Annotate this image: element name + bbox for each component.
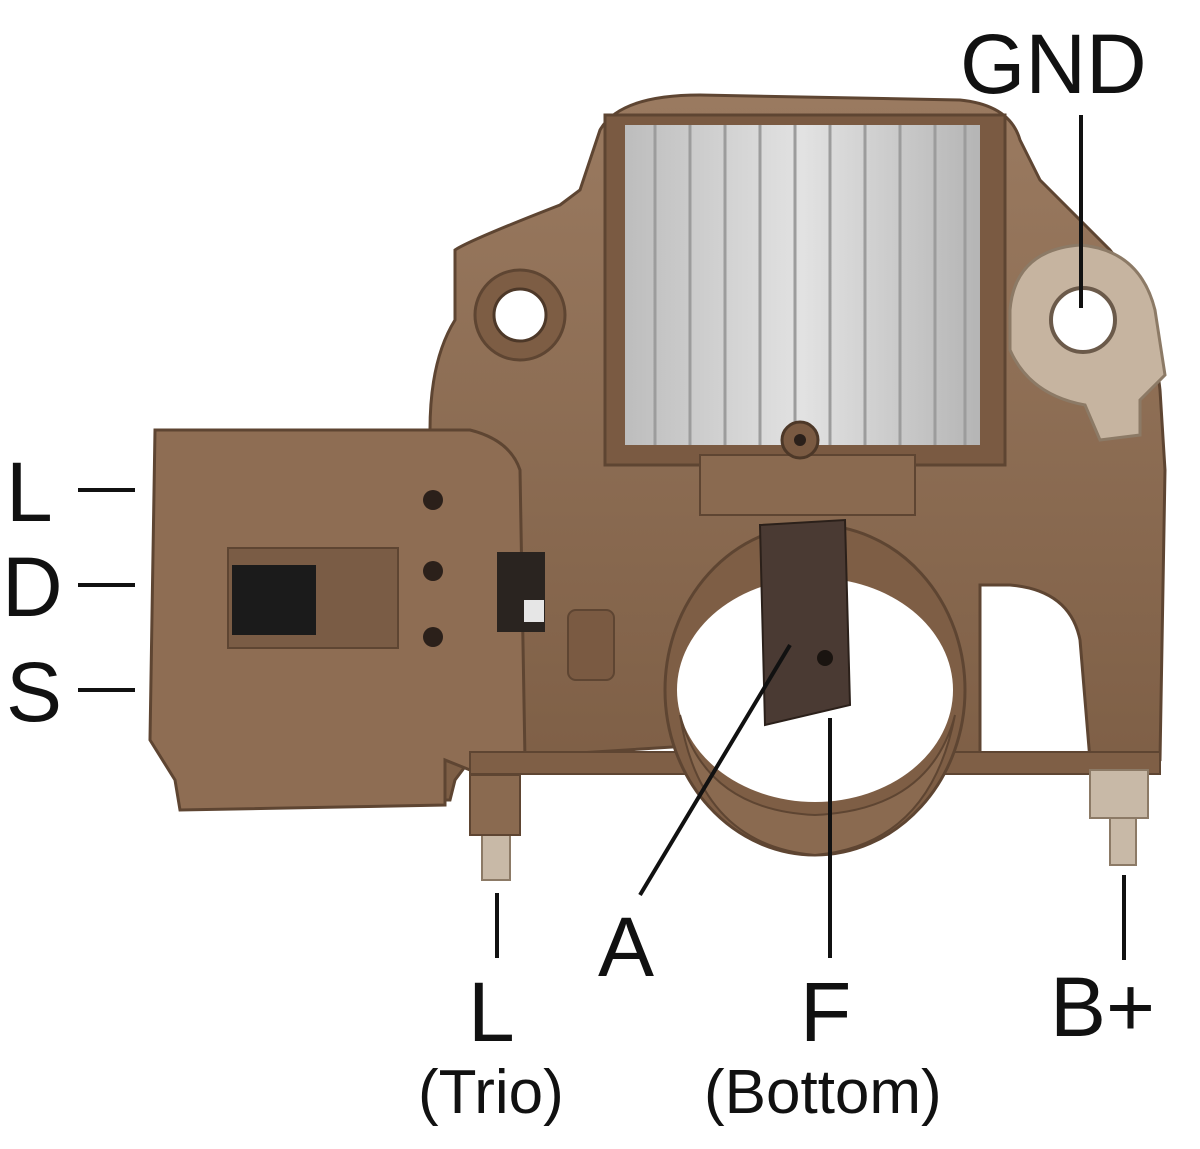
connector-hole-bottom	[423, 627, 443, 647]
connector-hole-middle	[423, 561, 443, 581]
bottom-label: (Bottom)	[704, 1058, 942, 1127]
l-trio-terminal-base	[469, 774, 521, 836]
heatsink-plate	[625, 125, 980, 445]
f-label: F	[800, 965, 852, 1059]
s-left-label: S	[6, 645, 63, 739]
l-left-label: L	[6, 445, 53, 539]
brush-holder-lower-wall	[679, 714, 956, 857]
brush-hole	[817, 650, 833, 666]
gnd-terminal	[1008, 243, 1167, 442]
heatsink	[603, 113, 1007, 516]
connector-terminal	[232, 565, 316, 635]
left-mount-hole	[492, 287, 548, 343]
l-trio-terminal	[481, 834, 511, 881]
a-leader	[638, 643, 792, 897]
carbon-brush	[758, 518, 852, 727]
brush-holder	[663, 518, 967, 857]
b-plus-terminal	[1109, 814, 1137, 866]
trio-label: (Trio)	[418, 1058, 564, 1127]
gnd-label: GND	[960, 17, 1147, 111]
connector-hole-top	[423, 490, 443, 510]
d-left-label: D	[2, 540, 63, 634]
heatsink-fins	[653, 125, 967, 445]
bottom-terminals	[469, 769, 1149, 881]
b-plus-label: B+	[1050, 960, 1156, 1054]
small-component-tab	[524, 600, 544, 622]
b-plus-terminal-base	[1089, 769, 1149, 819]
l-trio-label: L	[468, 965, 515, 1059]
leader-lines	[78, 115, 1126, 960]
heatsink-base-tab	[699, 454, 916, 516]
a-label: A	[598, 900, 655, 994]
housing-boss	[567, 609, 615, 681]
heatsink-screw-hole	[794, 434, 806, 446]
